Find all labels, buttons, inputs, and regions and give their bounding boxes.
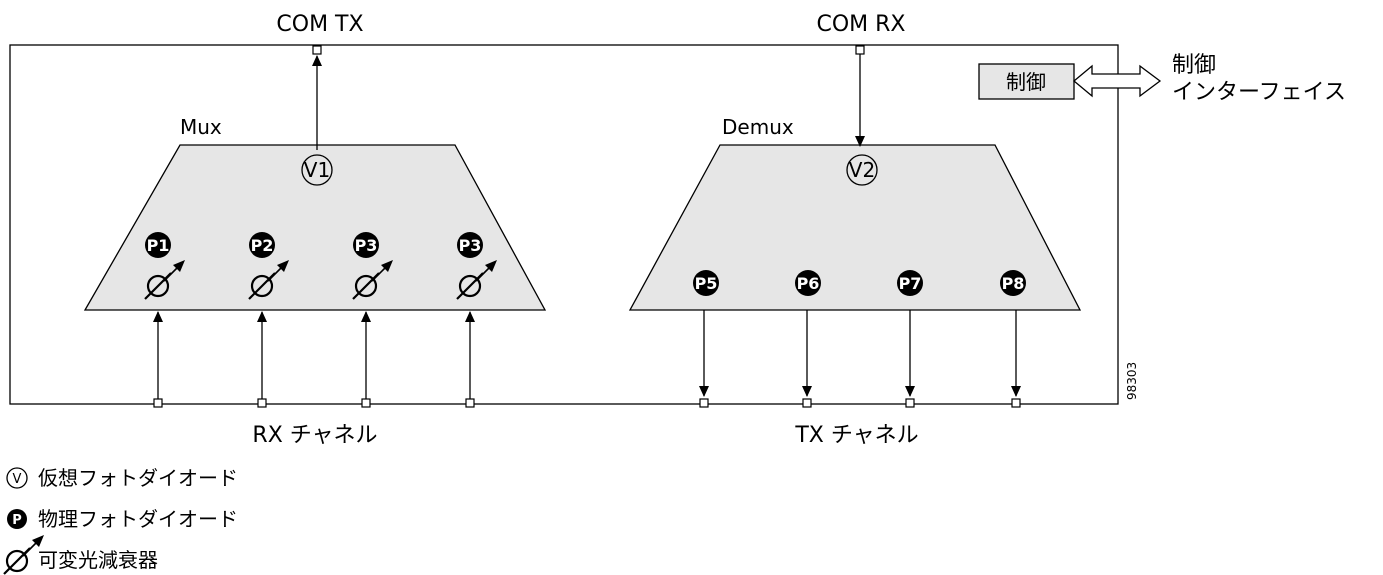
svg-text:P3: P3 xyxy=(459,236,482,255)
svg-text:P2: P2 xyxy=(251,236,274,255)
voa-legend-label: 可変光減衰器 xyxy=(38,548,158,572)
physical-photodiode-p3: P3 xyxy=(353,232,379,258)
virtual-photodiode-v2: V2 xyxy=(846,154,878,186)
control-interface-line2: インターフェイス xyxy=(1172,80,1346,105)
legend-voa: 可変光減衰器 xyxy=(2,533,158,575)
svg-text:V2: V2 xyxy=(849,158,875,182)
tx-port-1 xyxy=(699,398,709,408)
demux-block xyxy=(628,144,1082,311)
demux-label: Demux xyxy=(722,115,794,139)
com-rx-port xyxy=(855,45,865,55)
control-box xyxy=(978,63,1075,100)
svg-text:P3: P3 xyxy=(355,236,378,255)
physical-photodiode-p6: P6 xyxy=(795,270,821,296)
physical-photodiode-p3-b: P3 xyxy=(457,232,483,258)
tx-port-3 xyxy=(905,398,915,408)
svg-text:P5: P5 xyxy=(695,274,718,293)
com-rx-label: COM RX xyxy=(816,12,905,37)
rx-channel-label: RX チャネル xyxy=(252,423,377,448)
control-interface-arrow xyxy=(1072,64,1162,98)
mux-block xyxy=(83,144,547,311)
physical-photodiode-p8: P8 xyxy=(1000,270,1026,296)
legend-virtual: V 仮想フォトダイオード xyxy=(6,466,238,490)
tx-port-4 xyxy=(1011,398,1021,408)
figure-number: 98303 xyxy=(1125,362,1139,400)
rx-port-2 xyxy=(257,398,267,408)
svg-text:P: P xyxy=(12,513,22,528)
physical-legend-icon xyxy=(7,509,27,529)
control-interface-line1: 制御 xyxy=(1172,53,1216,78)
svg-text:P7: P7 xyxy=(899,274,922,293)
rx-port-3 xyxy=(361,398,371,408)
virtual-legend-label: 仮想フォトダイオード xyxy=(38,466,238,490)
svg-text:P6: P6 xyxy=(797,274,820,293)
virtual-legend-icon xyxy=(6,467,28,489)
svg-text:P8: P8 xyxy=(1002,274,1025,293)
physical-photodiode-p7: P7 xyxy=(897,270,923,296)
com-tx-label: COM TX xyxy=(276,12,363,37)
svg-text:V: V xyxy=(13,472,22,487)
tx-port-2 xyxy=(802,398,812,408)
physical-photodiode-p1: P1 xyxy=(145,232,171,258)
rx-port-1 xyxy=(153,398,163,408)
physical-photodiode-p2: P2 xyxy=(249,232,275,258)
physical-legend-label: 物理フォトダイオード xyxy=(38,507,238,531)
rx-port-4 xyxy=(465,398,475,408)
mux-label: Mux xyxy=(180,115,222,139)
tx-channel-label: TX チャネル xyxy=(794,423,918,448)
control-box-label: 制御 xyxy=(1006,70,1046,94)
physical-photodiode-p5: P5 xyxy=(693,270,719,296)
virtual-photodiode-v1: V1 xyxy=(301,154,333,186)
com-tx-port xyxy=(312,45,322,55)
legend-physical: P 物理フォトダイオード xyxy=(7,507,238,531)
svg-text:P1: P1 xyxy=(147,236,170,255)
svg-text:V1: V1 xyxy=(304,158,330,182)
